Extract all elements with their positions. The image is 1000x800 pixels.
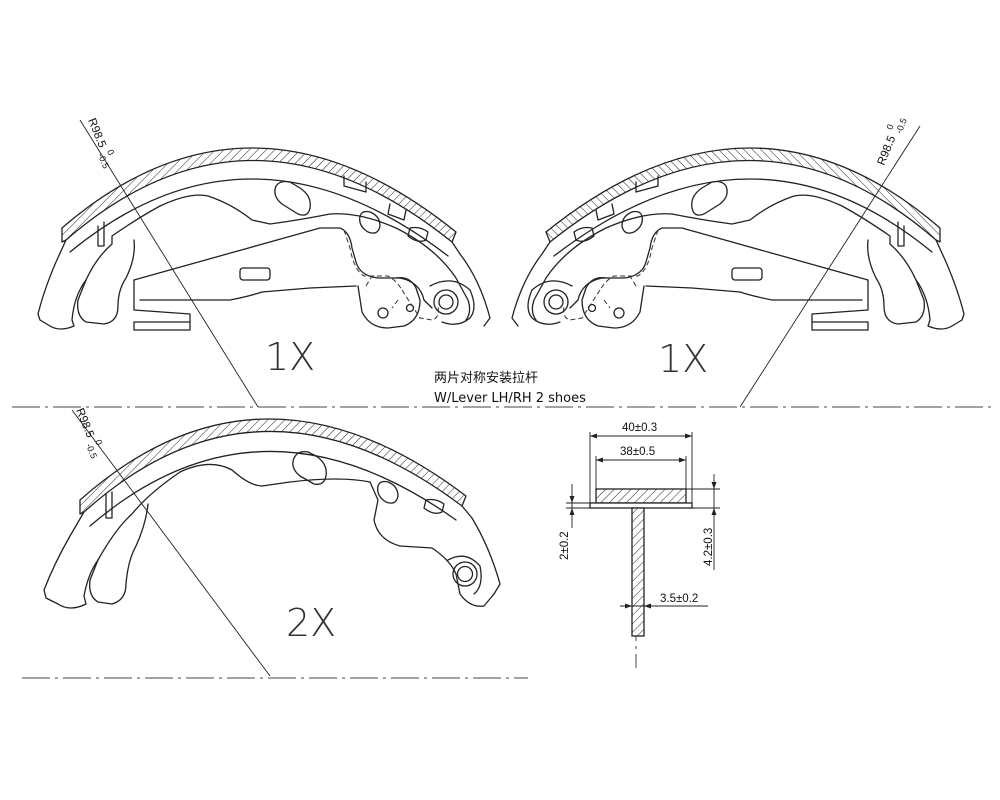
- radius-label-right: R98.5 0 -0.5: [876, 117, 909, 167]
- svg-text:-0.5: -0.5: [894, 117, 909, 135]
- qty-label-bottom: 2X: [286, 601, 336, 645]
- svg-text:R98.5: R98.5: [73, 407, 96, 440]
- qty-label-top-right: 1X: [658, 337, 708, 381]
- svg-text:0: 0: [105, 148, 116, 156]
- radius-leader-left: [79, 119, 259, 408]
- svg-text:R98.5: R98.5: [876, 134, 899, 167]
- caption-chinese: 两片对称安装拉杆: [434, 371, 538, 386]
- dim-rim-thickness: 2±0.2: [559, 531, 571, 560]
- dim-lining-thickness: 4.2±0.3: [703, 528, 715, 566]
- radius-leader-bottom: [71, 409, 271, 677]
- radius-label-left: R98.5 0 -0.5: [85, 117, 116, 170]
- shoe-plain: [43, 418, 501, 609]
- lining-section-view: 40±0.3 38±0.5 2±0.2 4.2±0.3 3.5±0.2: [559, 422, 720, 637]
- radius-leader-right: [739, 125, 921, 408]
- shoe-with-lever-right: [511, 147, 965, 331]
- dim-inner-width: 38±0.5: [620, 446, 655, 458]
- shoe-with-lever-left: [37, 147, 491, 331]
- dim-web-thickness: 3.5±0.2: [660, 593, 698, 605]
- qty-label-top-left: 1X: [265, 335, 315, 379]
- svg-text:0: 0: [885, 123, 896, 131]
- caption-english: W/Lever LH/RH 2 shoes: [434, 391, 586, 406]
- dim-lining-width: 40±0.3: [622, 422, 657, 434]
- svg-text:0: 0: [93, 438, 104, 446]
